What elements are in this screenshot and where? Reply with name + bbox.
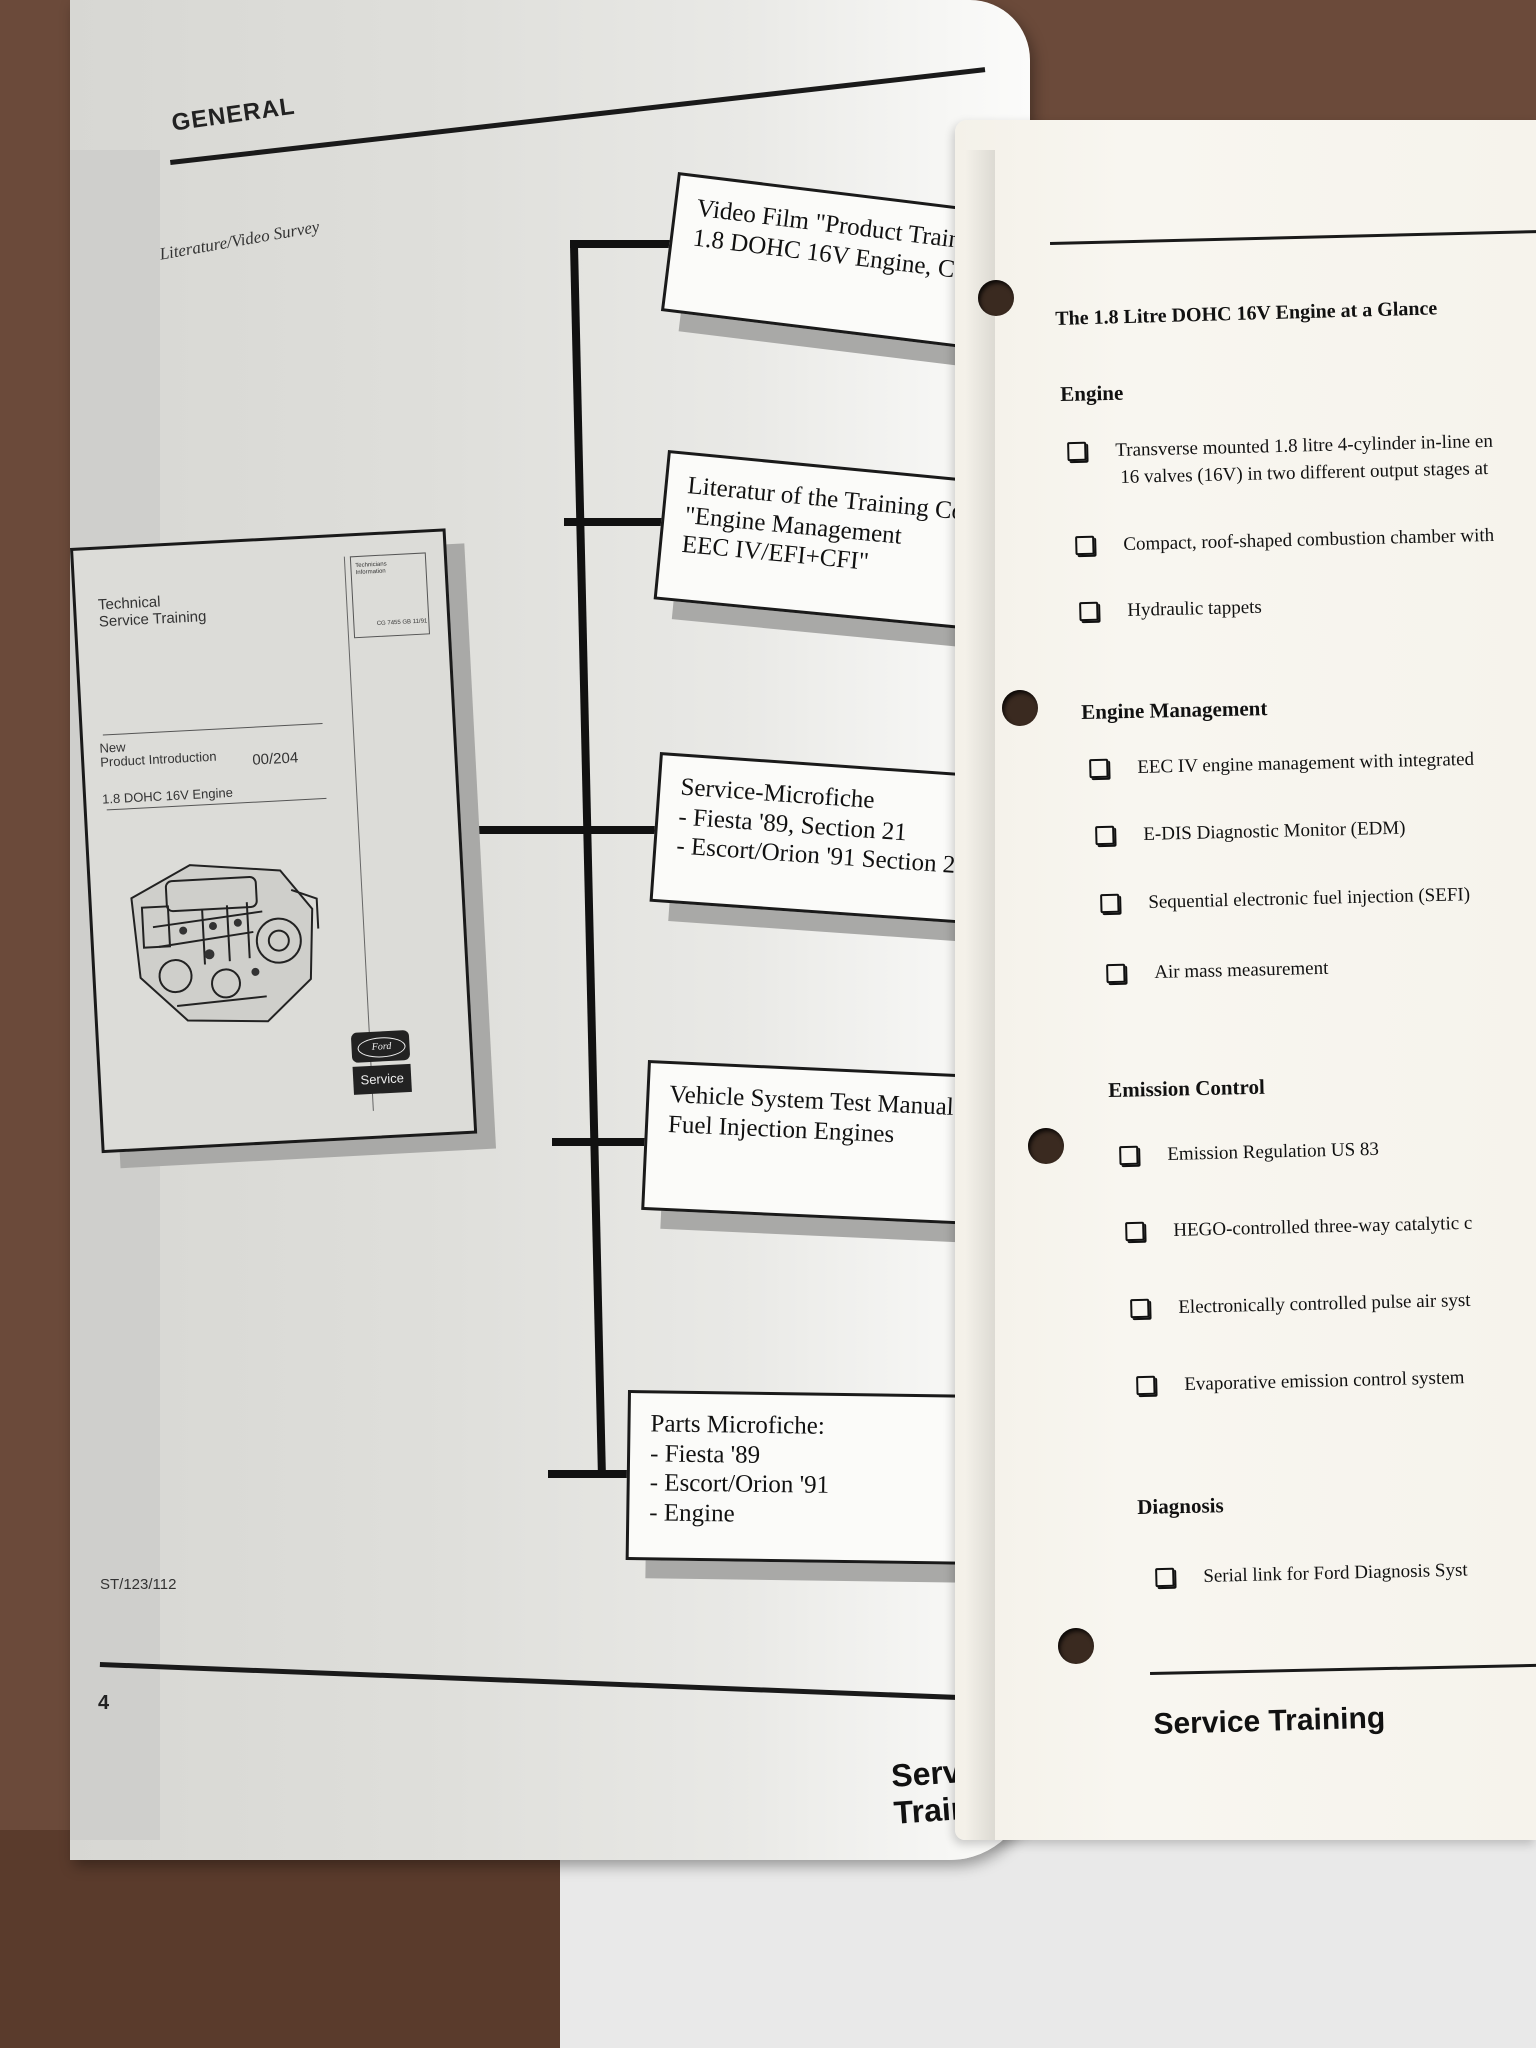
cover-service-label: Service [352,1063,412,1095]
left-page: GENERAL Literature/Video Survey Video Fi… [70,0,1030,1860]
footer-rule [99,1662,1030,1705]
item-line: - Fiesta '89 [649,1439,761,1469]
checkbox-icon [1095,825,1115,846]
list-item: HEGO-controlled three-way catalytic c [1125,1211,1473,1244]
list-item-text: Compact, roof-shaped combustion chamber … [1123,524,1495,555]
punch-hole [978,280,1014,316]
cover-product-code: 00/204 [251,749,299,769]
section-heading-emission-control: Emission Control [1108,1074,1266,1102]
item-line: - Escort/Orion '91 [649,1469,830,1499]
punch-hole [1058,1628,1094,1664]
list-item: Hydraulic tappets [1079,595,1263,624]
manual-cover-illustration: Technical Service Training Technicians I… [70,528,478,1154]
checkbox-icon [1155,1567,1175,1588]
list-item-text: Hydraulic tappets [1127,596,1263,621]
list-item: Electronically controlled pulse air syst [1130,1288,1471,1321]
punch-hole [1028,1128,1064,1164]
checkbox-icon [1106,963,1126,984]
section-heading-engine-management: Engine Management [1081,696,1268,724]
literature-item-service-microfiche: Service-Microfiche - Fiesta '89, Section… [649,752,990,925]
list-item-text: E-DIS Diagnostic Monitor (EDM) [1143,817,1406,845]
cover-divider [343,556,374,1111]
list-item-text: Electronically controlled pulse air syst [1178,1289,1471,1318]
punch-hole [1002,690,1038,726]
list-item: Evaporative emission control system [1136,1365,1465,1397]
list-item-text: 16 valves (16V) in two different output … [1120,458,1489,488]
checkbox-icon [1100,893,1120,914]
tree-branch-line [426,826,726,834]
list-item-text: Air mass measurement [1154,957,1329,983]
literature-item-test-manual: Vehicle System Test Manual for Fuel Inje… [641,1060,990,1226]
engine-drawing [130,864,320,1023]
ford-logo: Ford [350,1029,411,1063]
checkbox-icon [1075,535,1095,556]
literature-item-video-film: Video Film "Product Training" 1.8 DOHC 1… [660,172,1018,352]
cover-tech-info-line: Information [355,568,386,577]
checkbox-icon [1079,601,1099,622]
literature-item-training-course: Literatur of the Training Course "Engine… [653,450,1007,631]
cover-title: Technical Service Training [98,592,207,631]
checkbox-icon [1067,441,1087,462]
cover-tech-info: Technicians Information [355,561,387,577]
checkbox-icon [1089,758,1109,779]
literature-item-parts-microfiche: Parts Microfiche: - Fiesta '89 - Escort/… [625,1390,998,1566]
page-subtitle: Literature/Video Survey [158,216,321,264]
list-item: EEC IV engine management with integrated [1089,747,1475,781]
tree-trunk-line [570,244,606,1475]
list-item: Sequential electronic fuel injection (SE… [1100,882,1471,915]
footer-rule [1150,1663,1536,1675]
list-item: Compact, roof-shaped combustion chamber … [1075,523,1495,558]
list-item-text: Serial link for Ford Diagnosis Syst [1203,1559,1468,1587]
footer-brand: Service Training [1153,1701,1386,1741]
tree-branch-line [564,518,734,526]
document-code: ST/123/112 [100,1576,177,1593]
list-item: E-DIS Diagnostic Monitor (EDM) [1095,816,1406,848]
checkbox-icon [1119,1145,1139,1166]
checkbox-icon [1130,1298,1150,1319]
right-page: The 1.8 Litre DOHC 16V Engine at a Glanc… [955,120,1536,1840]
checkbox-icon [1136,1375,1156,1396]
page-number: 4 [98,1692,110,1714]
list-item: Air mass measurement [1106,956,1329,986]
checkbox-icon [1125,1221,1145,1242]
item-line: - Engine [649,1498,735,1528]
section-title: GENERAL [170,92,297,137]
ford-logo-oval: Ford [357,1036,407,1059]
cover-new-label: New Product Introduction [99,736,217,771]
item-line: Parts Microfiche: [650,1410,825,1440]
tree-branch-line [570,240,750,248]
page-title: The 1.8 Litre DOHC 16V Engine at a Glanc… [1055,297,1438,330]
section-heading-diagnosis: Diagnosis [1137,1493,1224,1519]
list-item: Emission Regulation US 83 [1119,1137,1380,1168]
list-item-text: Emission Regulation US 83 [1167,1138,1380,1165]
tree-branch-line [552,1138,722,1146]
section-heading-engine: Engine [1060,380,1124,406]
list-item-text: HEGO-controlled three-way catalytic c [1173,1212,1473,1241]
spine-shadow [965,150,995,1840]
cover-title-line: Service Training [98,607,207,631]
list-item: Serial link for Ford Diagnosis Syst [1155,1558,1468,1590]
header-rule [1050,229,1536,245]
list-item-text: Evaporative emission control system [1184,1367,1465,1395]
list-item-text: Sequential electronic fuel injection (SE… [1148,884,1471,913]
list-item-text: EEC IV engine management with integrated [1137,748,1475,778]
